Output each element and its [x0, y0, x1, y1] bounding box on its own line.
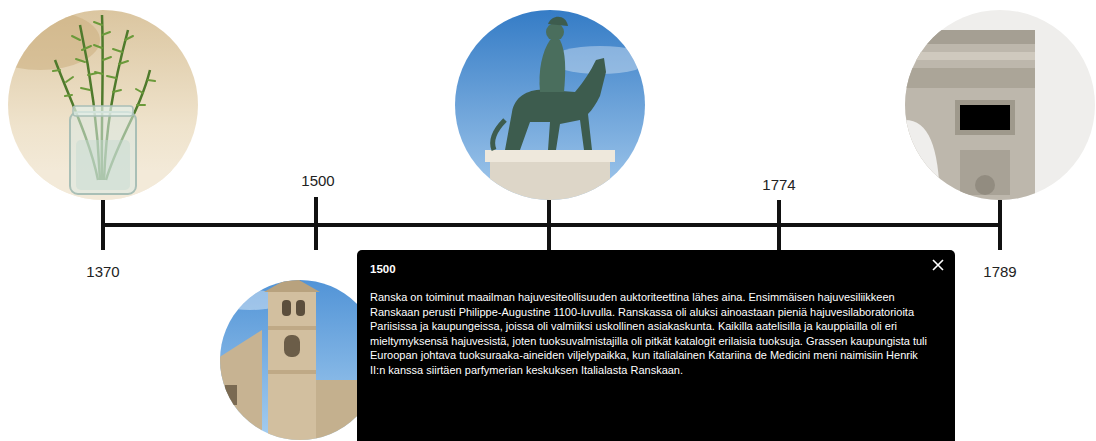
arch-photo — [900, 0, 1096, 210]
year-label: 1789 — [965, 263, 1035, 281]
statue-photo — [450, 0, 660, 210]
info-popup: 1500Ranska on toiminut maailman hajuvesi… — [357, 250, 955, 441]
year-label: 1500 — [283, 172, 353, 190]
close-icon — [931, 258, 945, 272]
timeline-axis — [101, 195, 1002, 250]
popup-title: 1500 — [370, 262, 933, 277]
year-label: 1370 — [68, 263, 138, 281]
year-label: 1774 — [744, 176, 814, 194]
rosemary-photo — [0, 0, 210, 210]
popup-body: Ranska on toiminut maailman hajuvesiteol… — [370, 290, 933, 377]
